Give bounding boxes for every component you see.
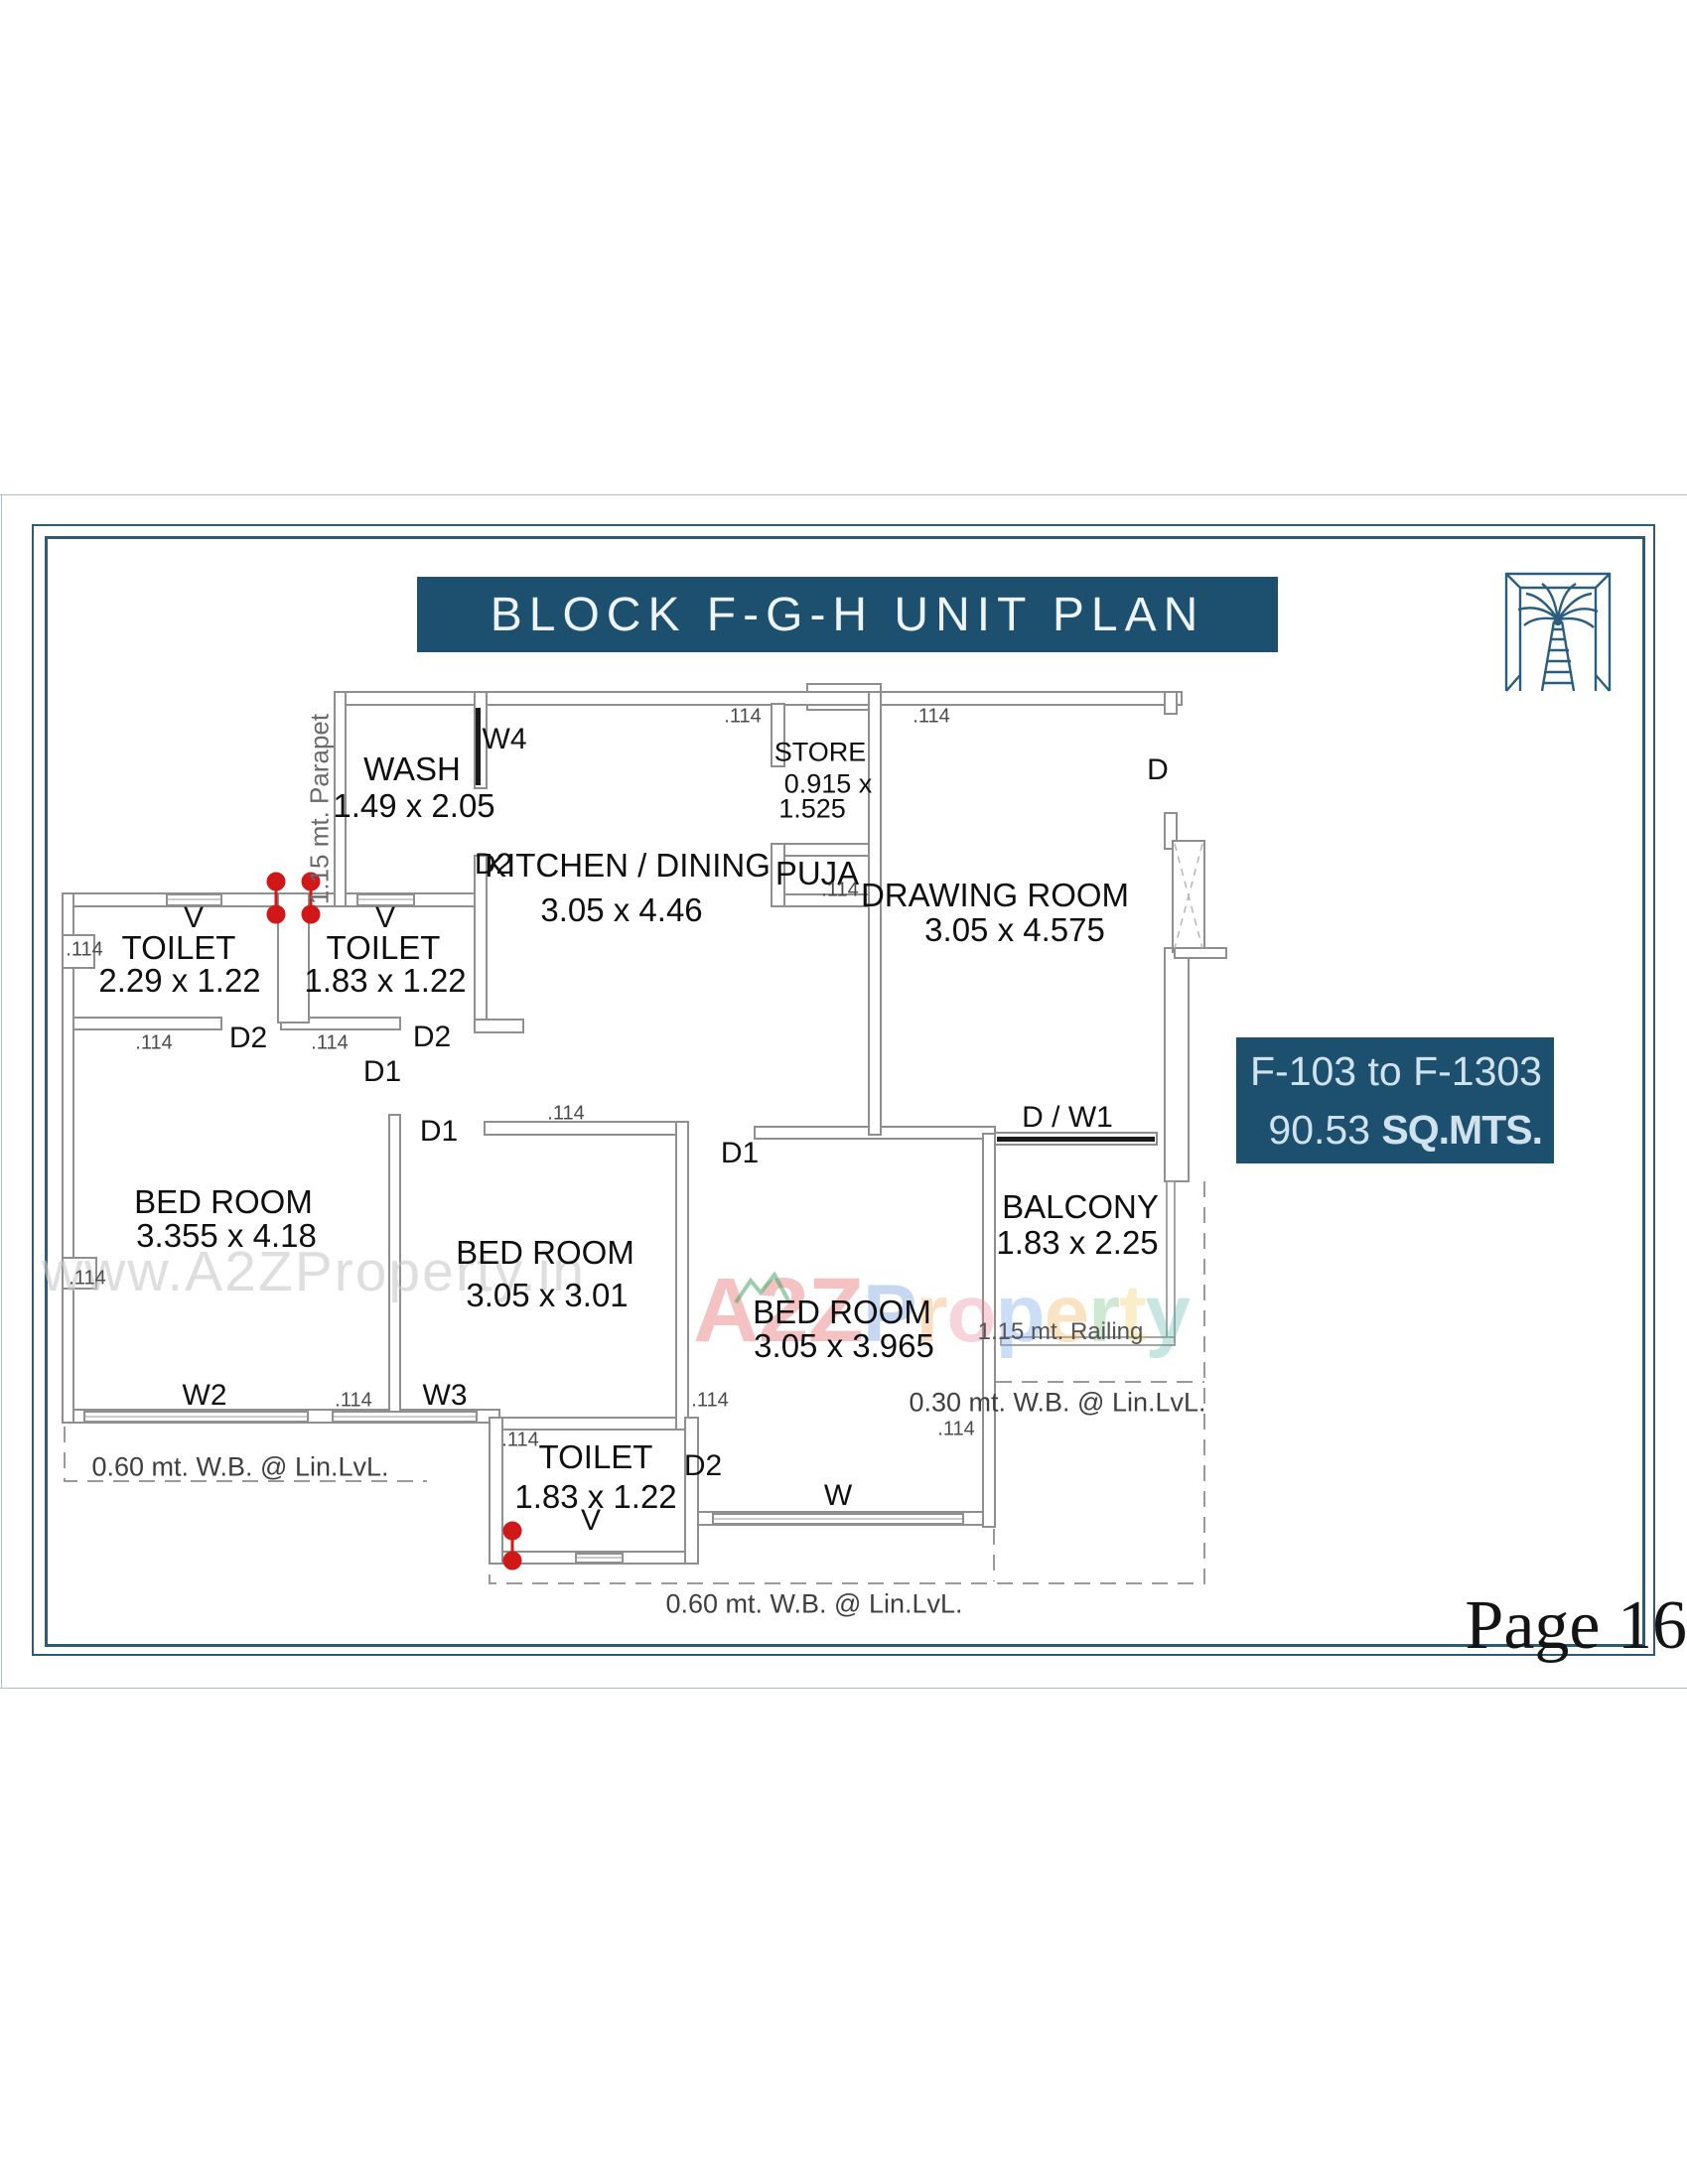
opening-label: V <box>374 901 396 934</box>
room-label: KITCHEN / DINING <box>485 847 771 884</box>
opening-label: W3 <box>422 1379 468 1412</box>
room-label: BED ROOM <box>456 1234 634 1271</box>
opening-label: W4 <box>482 723 527 755</box>
annotation-label: 1.15 mt. Parapet <box>304 713 335 905</box>
room-dims: 1.83 x 1.22 <box>304 962 467 999</box>
room-dims: 2.29 x 1.22 <box>98 962 261 999</box>
watermark-letter: y <box>1145 1269 1191 1359</box>
page-title: BLOCK F-G-H UNIT PLAN <box>490 588 1205 641</box>
room-dims: 3.05 x 3.965 <box>754 1327 934 1364</box>
room-dims: 3.05 x 4.575 <box>924 911 1105 948</box>
wall-thickness-label: .114 <box>66 938 103 961</box>
unit-info-box: F-103 to F-1303 90.53 SQ.MTS. <box>1236 1037 1554 1163</box>
wall-thickness-label: .114 <box>311 1031 349 1054</box>
watermark-letter: t <box>1119 1269 1146 1359</box>
wall-thickness-label: .114 <box>937 1418 975 1440</box>
wall-thickness-label: .114 <box>501 1429 539 1451</box>
room-dims: 1.49 x 2.05 <box>333 787 495 824</box>
sheet-bottom-line <box>0 1688 1687 1689</box>
inner-border <box>45 536 1645 1647</box>
room-label: DRAWING ROOM <box>860 877 1130 913</box>
wall-thickness-label: .114 <box>135 1031 173 1054</box>
room-label: BED ROOM <box>753 1294 931 1330</box>
palm-tree-logo <box>1504 572 1612 692</box>
room-label: TOILET <box>121 929 236 966</box>
room-label: BALCONY <box>1002 1188 1159 1225</box>
watermark-letter: A <box>693 1260 759 1361</box>
url-watermark: www.A2ZProperty.in <box>42 1240 587 1303</box>
room-dims: 3.05 x 3.01 <box>466 1277 629 1313</box>
room-label: BED ROOM <box>134 1183 313 1220</box>
room-label: PUJA <box>774 855 860 891</box>
watermark-letter: r <box>1088 1269 1120 1359</box>
wall-thickness-label: .114 <box>724 705 762 728</box>
opening-label: W2 <box>182 1379 227 1412</box>
watermark-letter: r <box>915 1269 948 1359</box>
opening-label: D / W1 <box>1022 1101 1113 1134</box>
room-dims: 3.05 x 4.46 <box>540 891 703 928</box>
opening-label: D2 <box>412 1021 452 1053</box>
room-dims: 3.355 x 4.18 <box>136 1217 317 1254</box>
room-dims: 0.915 x <box>783 768 873 799</box>
wall-thickness-label: .114 <box>821 879 859 901</box>
watermark-letter: o <box>946 1269 996 1359</box>
room-label: STORE <box>773 737 867 767</box>
outer-border <box>32 524 1655 1656</box>
watermark-letter: e <box>1044 1269 1090 1359</box>
brand-watermark-roof-icon <box>734 1271 791 1304</box>
watermark-letter: p <box>995 1269 1046 1359</box>
room-label: WASH <box>363 751 461 787</box>
opening-label: D2 <box>228 1022 268 1054</box>
opening-label: D2 <box>683 1449 723 1482</box>
opening-label: D1 <box>362 1055 402 1088</box>
sheet-left-line <box>1 494 2 1688</box>
opening-label: V <box>183 901 205 934</box>
opening-label: D <box>1147 753 1169 786</box>
page-number: Page 16 <box>1465 1587 1687 1664</box>
annotation-label: 0.60 mt. W.B. @ Lin.LvL. <box>91 1451 389 1482</box>
opening-label: D1 <box>419 1115 459 1148</box>
room-label: TOILET <box>538 1438 653 1475</box>
watermark-letter: 2 <box>758 1260 808 1361</box>
opening-label: D1 <box>720 1137 760 1169</box>
room-dims: 1.525 <box>778 793 846 824</box>
wall-thickness-label: .114 <box>913 705 950 728</box>
opening-label: V <box>580 1504 602 1537</box>
watermark-letter: Z <box>807 1260 864 1361</box>
wall-thickness-label: .114 <box>335 1389 372 1412</box>
unit-range: F-103 to F-1303 <box>1250 1048 1542 1095</box>
brand-watermark: A2ZProperty <box>693 1259 1191 1363</box>
unit-area: 90.53 SQ.MTS. <box>1268 1106 1543 1153</box>
annotation-label: 0.60 mt. W.B. @ Lin.LvL. <box>665 1588 963 1619</box>
opening-label: D2 <box>474 848 513 881</box>
title-bar: BLOCK F-G-H UNIT PLAN <box>417 577 1278 652</box>
wall-thickness-label: .114 <box>69 1267 106 1290</box>
room-dims: 1.83 x 1.22 <box>514 1478 677 1515</box>
annotation-label: 0.30 mt. W.B. @ Lin.LvL. <box>909 1387 1206 1418</box>
wall-thickness-label: .114 <box>691 1389 729 1412</box>
sheet-top-line <box>0 494 1687 495</box>
wall-thickness-label: .114 <box>547 1102 585 1125</box>
room-label: TOILET <box>326 929 441 966</box>
room-dims: 1.83 x 2.25 <box>996 1224 1159 1261</box>
annotation-label: 1.15 mt. Railing <box>977 1318 1144 1345</box>
opening-label: W <box>823 1479 853 1512</box>
watermark-letter: P <box>862 1269 917 1359</box>
